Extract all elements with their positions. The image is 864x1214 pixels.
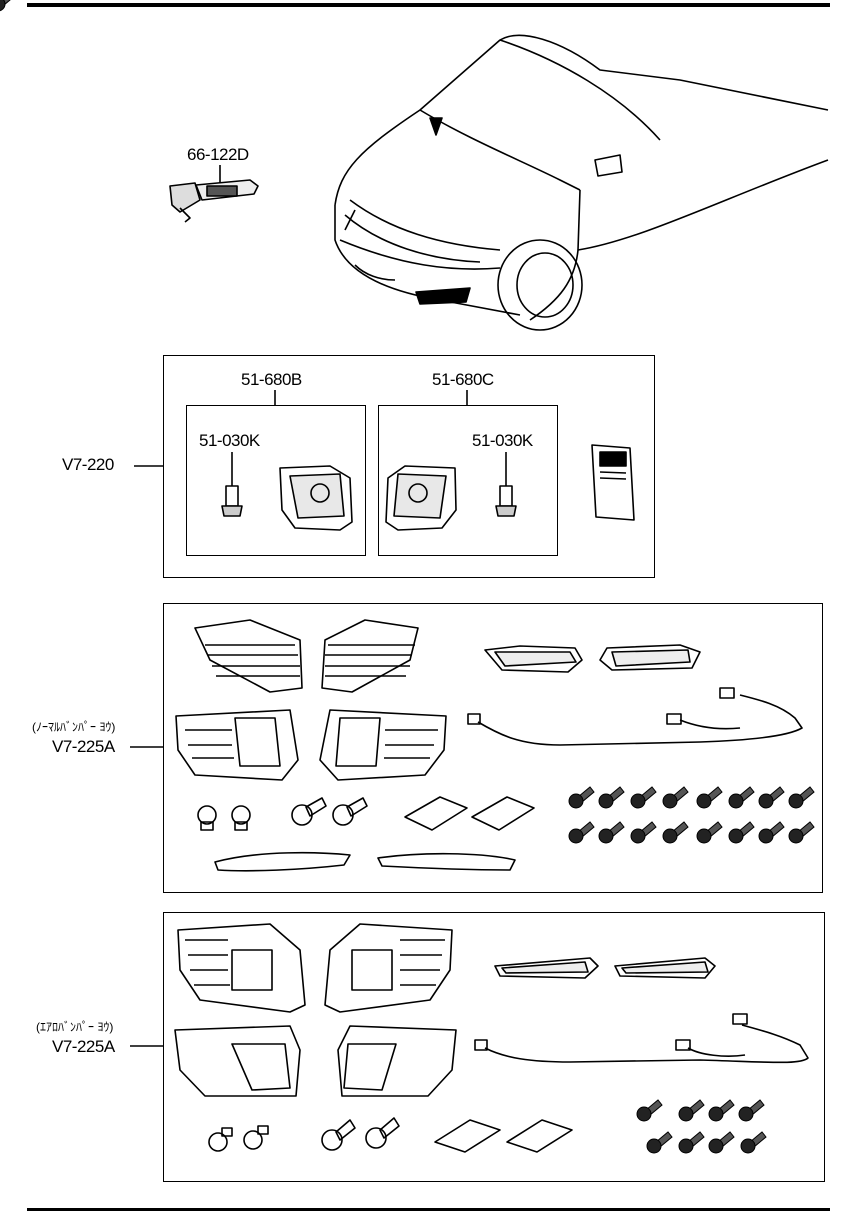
lamp-icon <box>279 465 457 531</box>
fog-lamp-icon <box>484 644 701 673</box>
aero-pad-icon <box>434 1119 573 1153</box>
right-bulb-label: 51-030K <box>472 431 533 450</box>
manual-icon <box>591 444 635 521</box>
bolt-icon <box>197 797 368 831</box>
screw-icon <box>0 0 815 1154</box>
pad-icon <box>404 796 535 831</box>
bottom-rule <box>27 1208 830 1211</box>
kit-v7-220-frame <box>163 355 655 578</box>
switch-icon <box>169 165 259 223</box>
aero-fog-lamp-icon <box>494 957 716 979</box>
left-bulb-label: 51-030K <box>199 431 260 450</box>
car-icon <box>334 34 829 331</box>
kit-aero-code: V7-225A <box>52 1037 115 1056</box>
kit-code-v7-220: V7-220 <box>62 455 114 474</box>
subkit-right-frame <box>378 405 558 556</box>
garnish-icon <box>214 851 516 872</box>
right-assy-label: 51-680C <box>432 370 494 389</box>
kit-normal-code: V7-225A <box>52 737 115 756</box>
kit-normal-note: (ﾉｰﾏﾙﾊﾞﾝﾊﾟｰ ﾖｳ) <box>32 720 116 734</box>
bezel-icon <box>175 619 447 781</box>
left-assy-label: 51-680B <box>241 370 302 389</box>
kit-normal-frame <box>163 603 823 893</box>
aero-bolt-icon <box>208 1117 400 1152</box>
switch-part-label: 66-122D <box>187 145 249 164</box>
kit-aero-note: (ｴｱﾛﾊﾞﾝﾊﾟｰ ﾖｳ) <box>36 1020 114 1034</box>
bulb-icon <box>221 485 517 517</box>
aero-bezel-icon <box>174 923 457 1097</box>
top-rule <box>27 3 830 7</box>
subkit-left-frame <box>186 405 366 556</box>
aero-harness-icon <box>474 1013 809 1064</box>
harness-icon <box>467 687 803 746</box>
kit-aero-frame <box>163 912 825 1182</box>
